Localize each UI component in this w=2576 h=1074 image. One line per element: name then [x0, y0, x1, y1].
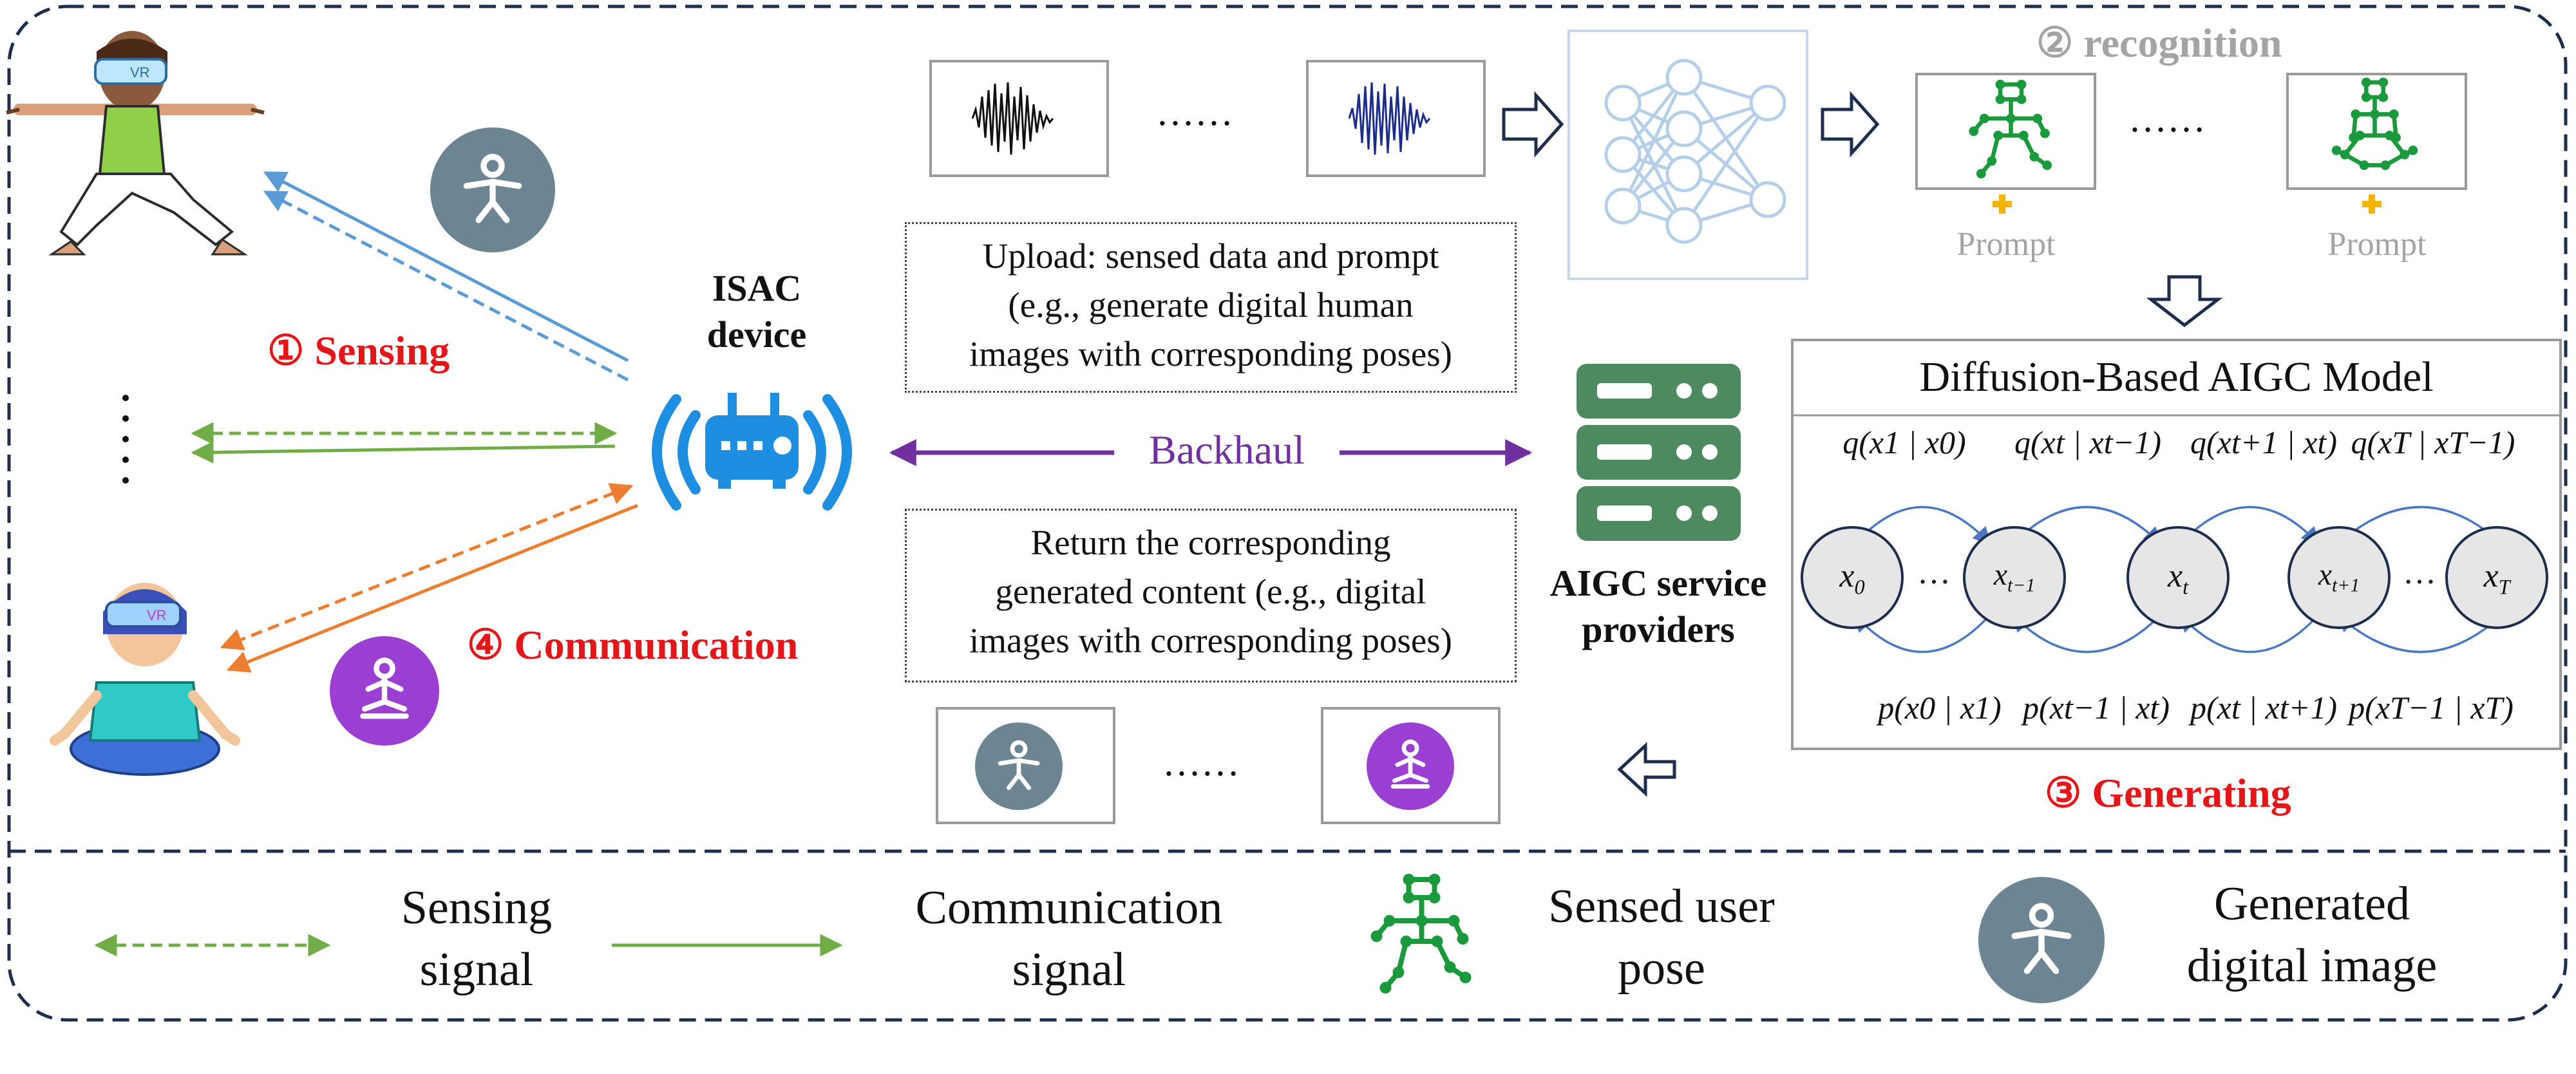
- node-dots-right: …: [2403, 554, 2436, 591]
- legend-pose-line1: Sensed user: [1548, 880, 1775, 933]
- reverse-label-3: p(xt | xt+1): [2190, 690, 2337, 726]
- flow-arrow-to-pose-icon: [1821, 91, 1880, 158]
- more-users-vertical-dots: [122, 395, 129, 484]
- legend-comm-line1: Communication: [915, 881, 1223, 934]
- sensing-arrow-dashed: [263, 190, 629, 382]
- isac-device-label: ISAC device: [683, 265, 831, 358]
- return-line3: images with corresponding poses): [969, 621, 1452, 660]
- node-xT-label: xT: [2483, 558, 2510, 599]
- step-recognition-label: ② recognition: [2036, 20, 2282, 66]
- generated-image-avatar-gray-icon: [430, 127, 555, 252]
- legend-sensing-line2: signal: [419, 943, 534, 996]
- waveform-black-icon: [971, 82, 1054, 155]
- comm-signal-solid-mid: [191, 441, 616, 464]
- pose-ellipsis: ……: [2128, 97, 2206, 140]
- step-generating-label: ③ Generating: [2045, 770, 2291, 816]
- prompt-plus-icon-1: [1993, 194, 2012, 214]
- isac-label-line2: device: [706, 314, 807, 355]
- generated-image-avatar-purple-icon: [330, 636, 439, 746]
- outer-frame: [7, 5, 2568, 1022]
- aigc-provider-label: AIGC service providers: [1520, 560, 1797, 653]
- reverse-label-1: p(x0 | x1): [1878, 690, 2002, 726]
- reverse-label-4: p(xT−1 | xT): [2349, 690, 2514, 726]
- node-x0-label: x0: [1839, 558, 1865, 599]
- isac-router-icon: [652, 393, 852, 511]
- pose-box-1: [1915, 73, 2096, 190]
- aigc-server-icon: [1577, 364, 1741, 541]
- legend-sensing-line1: Sensing: [401, 881, 553, 934]
- node-xt-1-label: xt−1: [1993, 558, 2036, 596]
- prompt-label-2: Prompt: [2327, 226, 2427, 263]
- forward-label-4: q(xT | xT−1): [2351, 424, 2515, 460]
- forward-label-2: q(xt | xt−1): [2014, 424, 2161, 460]
- aigc-label-line1: AIGC service: [1549, 562, 1767, 604]
- neural-network-icon: [1604, 59, 1786, 244]
- node-dots-left: …: [1917, 554, 1951, 591]
- return-line1: Return the corresponding: [1030, 523, 1391, 562]
- comm-arrow-solid: [226, 504, 638, 673]
- return-line2: generated content (e.g., digital: [995, 572, 1426, 611]
- flow-arrow-to-nn-icon: [1502, 91, 1564, 158]
- diffusion-nodes: [1801, 526, 2548, 629]
- waveform-blue-icon: [1348, 82, 1431, 155]
- legend-pose-text: Sensed user pose: [1501, 876, 1823, 999]
- node-xt+1-label: xt+1: [2318, 558, 2360, 596]
- prompt-label-1: Prompt: [1956, 226, 2056, 263]
- upload-line3: images with corresponding poses): [969, 334, 1452, 373]
- backhaul-label: Backhaul: [1149, 427, 1305, 473]
- svg-text:VR: VR: [147, 607, 167, 623]
- legend-image-line1: Generated: [2213, 878, 2410, 930]
- legend-image-line2: digital image: [2186, 939, 2438, 992]
- legend-comm-line2: signal: [1012, 943, 1126, 996]
- step-communication-label: ④ Communication: [467, 622, 799, 668]
- legend-pose-icon: [1371, 874, 1472, 994]
- sensing-arrow-solid: [263, 171, 629, 363]
- flow-arrow-down-icon: [2146, 275, 2223, 328]
- legend-image-text: Generated digital image: [2125, 873, 2499, 997]
- prompt-plus-icon-2: [2362, 194, 2382, 214]
- user-vr-meditating: VR: [50, 583, 240, 776]
- comm-arrow-dashed: [220, 483, 634, 650]
- legend-comm-text: Communication signal: [889, 877, 1249, 1001]
- return-textbox: Return the corresponding generated conte…: [905, 509, 1517, 683]
- diffusion-reverse-arcs: [1853, 613, 2503, 654]
- upload-line1: Upload: sensed data and prompt: [982, 236, 1439, 276]
- aigc-label-line2: providers: [1582, 608, 1735, 650]
- reverse-label-2: p(xt−1 | xt): [2023, 690, 2170, 726]
- generated-ellipsis: ……: [1162, 741, 1240, 784]
- legend-sensing-text: Sensing signal: [367, 877, 586, 1001]
- node-xt-label: xt: [2167, 558, 2189, 599]
- forward-label-1: q(x1 | x0): [1842, 424, 1966, 460]
- isac-label-line1: ISAC: [712, 267, 802, 309]
- legend-pose-line2: pose: [1618, 942, 1705, 995]
- forward-label-3: q(xt+1 | xt): [2190, 424, 2337, 460]
- signal-ellipsis: ……: [1156, 91, 1233, 133]
- diffusion-forward-arcs: [1853, 505, 2504, 546]
- user-vr-warrior: VR: [6, 31, 265, 256]
- diffusion-model-title: Diffusion-Based AIGC Model: [1919, 353, 2434, 400]
- svg-text:VR: VR: [130, 64, 150, 80]
- upload-line2: (e.g., generate digital human: [1008, 285, 1414, 325]
- step-sensing-label: ① Sensing: [267, 328, 450, 373]
- upload-textbox: Upload: sensed data and prompt (e.g., ge…: [905, 222, 1517, 393]
- flow-arrow-return-icon: [1617, 742, 1676, 797]
